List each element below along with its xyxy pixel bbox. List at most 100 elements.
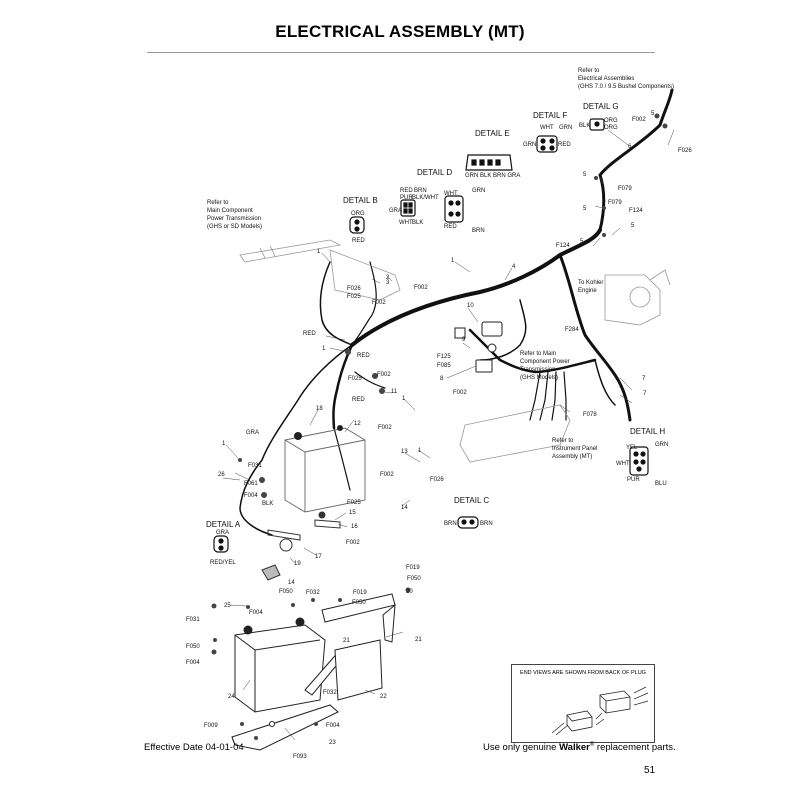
detail-a-plug bbox=[213, 535, 229, 553]
part-f025: F025 bbox=[348, 376, 362, 382]
detail-e-right-label-1: WHT bbox=[444, 191, 458, 197]
part-f031: F031 bbox=[248, 463, 262, 469]
detail-b-label-2: RED bbox=[352, 238, 365, 244]
wire-color-blk: BLK bbox=[262, 501, 273, 507]
callout-labels: 1 1 1 1 1 1 2 3 4 5 5 5 5 5 6 7 7 8 9 10… bbox=[186, 111, 692, 760]
callout-18: 18 bbox=[316, 406, 323, 412]
callout-14: 14 bbox=[288, 580, 295, 586]
detail-f-title: DETAIL F bbox=[533, 111, 567, 120]
detail-a-label-1: GRA bbox=[216, 530, 229, 536]
wire-color-red: RED bbox=[303, 331, 316, 337]
detail-c-label-2: BRN bbox=[480, 521, 493, 527]
part-f002: F002 bbox=[453, 390, 467, 396]
callout-12: 12 bbox=[354, 421, 361, 427]
part-f002: F002 bbox=[372, 300, 386, 306]
callout-14: 14 bbox=[401, 505, 408, 511]
detail-f-label-1: WHT bbox=[540, 125, 554, 131]
part-f125: F125 bbox=[437, 354, 451, 360]
part-f032: F032 bbox=[306, 590, 320, 596]
callout-2: 2 bbox=[386, 275, 390, 281]
part-f002: F002 bbox=[632, 117, 646, 123]
callout-9: 9 bbox=[462, 337, 466, 343]
note-instrument-panel: Refer to Instrument Panel Assembly (MT) bbox=[552, 438, 599, 460]
callout-5: 5 bbox=[583, 206, 587, 212]
callout-11: 11 bbox=[391, 389, 398, 395]
callout-16: 16 bbox=[351, 524, 358, 530]
detail-f-plug bbox=[536, 135, 558, 153]
effective-date: Effective Date 04-01-04 bbox=[144, 742, 244, 753]
detail-d-label-5: GRA bbox=[389, 208, 402, 214]
note-main-component-ghs: Refer to Main Component Power Transmissi… bbox=[520, 351, 571, 381]
detail-e-right-label-2: GRN bbox=[472, 188, 485, 194]
part-f032: F032 bbox=[323, 690, 337, 696]
wire-color-red: RED bbox=[357, 353, 370, 359]
detail-connectors bbox=[213, 118, 649, 553]
callout-20: 20 bbox=[406, 589, 413, 595]
part-f002: F002 bbox=[414, 285, 428, 291]
callout-22: 22 bbox=[380, 694, 387, 700]
part-f025: F025 bbox=[347, 500, 361, 506]
callout-21: 21 bbox=[343, 638, 350, 644]
battery-tray-23 bbox=[231, 704, 339, 751]
page-number: 51 bbox=[644, 765, 656, 776]
detail-g-label-1: BLK bbox=[579, 123, 590, 129]
callout-5: 5 bbox=[631, 223, 635, 229]
kohler-engine-sketch bbox=[604, 269, 671, 326]
callout-7: 7 bbox=[643, 391, 647, 397]
part-f050: F050 bbox=[186, 644, 200, 650]
detail-e-right-label-3: RED bbox=[444, 224, 457, 230]
part-f124: F124 bbox=[556, 243, 570, 249]
detail-g-label-3: ORG bbox=[604, 125, 618, 131]
end-views-note: END VIEWS ARE SHOWN FROM BACK OF PLUG bbox=[520, 670, 646, 676]
brand-name: Walker bbox=[559, 742, 590, 754]
end-views-note-box: END VIEWS ARE SHOWN FROM BACK OF PLUG bbox=[511, 664, 655, 743]
detail-h-label-2: YEL bbox=[626, 445, 638, 451]
detail-h-label-3: WHT bbox=[616, 461, 630, 467]
callout-25: 25 bbox=[224, 603, 231, 609]
genuine-parts-notice: Use only genuine Walker® replacement par… bbox=[483, 742, 676, 753]
detail-e-plug bbox=[465, 154, 513, 171]
callout-5: 5 bbox=[651, 111, 655, 117]
detail-d-plug bbox=[400, 199, 416, 217]
battery-in-frame bbox=[284, 425, 366, 513]
detail-h-label-5: BLU bbox=[655, 481, 667, 487]
part-f078: F078 bbox=[583, 412, 597, 418]
wire-color-gra: GRA bbox=[246, 430, 259, 436]
detail-a-title: DETAIL A bbox=[206, 520, 241, 529]
callout-1: 1 bbox=[322, 346, 326, 352]
part-f002: F002 bbox=[378, 425, 392, 431]
callout-3: 3 bbox=[386, 280, 390, 286]
detail-h-title: DETAIL H bbox=[630, 427, 665, 436]
detail-d-label-6: WHT bbox=[399, 220, 413, 226]
callout-17: 17 bbox=[315, 554, 322, 560]
notice-prefix: Use only genuine bbox=[483, 742, 560, 754]
callout-8: 8 bbox=[440, 376, 444, 382]
detail-d-label-1: RED bbox=[400, 188, 413, 194]
detail-c-plug bbox=[457, 516, 479, 529]
part-f050: F050 bbox=[279, 589, 293, 595]
detail-f-label-4: RED bbox=[558, 142, 571, 148]
part-f050: F050 bbox=[407, 576, 421, 582]
detail-b-plug bbox=[349, 216, 365, 234]
note-main-component: Refer to Main Component Power Transmissi… bbox=[207, 200, 263, 230]
detail-e-right-label-4: BRN bbox=[472, 228, 485, 234]
callout-19: 19 bbox=[294, 561, 301, 567]
callout-13: 13 bbox=[401, 449, 408, 455]
part-f031: F031 bbox=[186, 617, 200, 623]
page-title: ELECTRICAL ASSEMBLY (MT) bbox=[275, 22, 525, 41]
callout-7: 7 bbox=[642, 376, 646, 382]
part-f061: F061 bbox=[244, 481, 258, 487]
detail-a-label-2: RED/YEL bbox=[210, 560, 236, 566]
detail-g-label-2: ORG bbox=[604, 118, 618, 124]
part-f004: F004 bbox=[244, 493, 258, 499]
callout-5: 5 bbox=[580, 239, 584, 245]
detail-d-title: DETAIL D bbox=[417, 168, 452, 177]
solenoid-relays bbox=[454, 321, 503, 373]
part-f093: F093 bbox=[293, 754, 307, 760]
detail-e-label-1: GRN BLK BRN GRA bbox=[465, 173, 520, 179]
detail-d-label-4: BLK/WHT bbox=[412, 195, 439, 201]
hold-down-bracket bbox=[304, 593, 396, 696]
callout-5: 5 bbox=[583, 172, 587, 178]
part-f079: F079 bbox=[608, 200, 622, 206]
